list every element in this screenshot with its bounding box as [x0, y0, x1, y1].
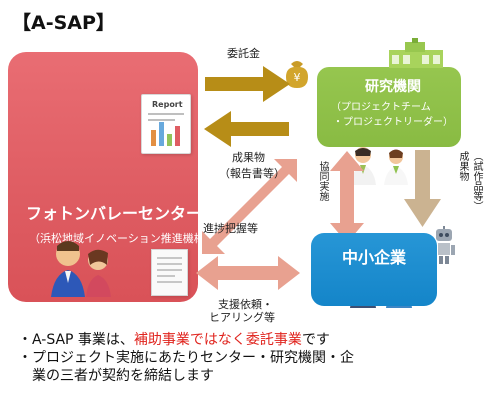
report-label: Report: [152, 100, 183, 109]
report-bar: [151, 130, 156, 146]
bullet-line-1-suffix: です: [301, 332, 330, 348]
bullet-line-2: ・プロジェクト実施にあたりセンター・研究機関・企: [18, 350, 354, 366]
request-document-line: [157, 263, 182, 265]
joint-arrow: [330, 151, 364, 243]
artifact-arrow: [404, 150, 441, 227]
consignment-arrow: [205, 66, 290, 102]
sme-label: 中小企業: [342, 248, 407, 267]
request-document-line: [157, 281, 182, 283]
report-bar: [167, 134, 172, 146]
results-arrow: [204, 111, 289, 147]
artifact-result-label: 成果物: [457, 151, 468, 181]
progress-label: 進捗把握等: [203, 222, 258, 235]
staff-avatars-icon: [51, 241, 111, 297]
bullet-line-1-prefix: ・A-SAP 事業は、: [18, 332, 134, 348]
results-detail-label: （報告書等）: [219, 167, 285, 180]
sme-box: 中小企業: [311, 233, 437, 306]
request-document-line: [157, 275, 175, 277]
results-label: 成果物: [232, 151, 265, 164]
request-document-line: [157, 269, 182, 271]
research-subtitle-line1: （プロジェクトチーム: [331, 102, 431, 113]
bullet-line-3: 業の三者が契約を締結します: [32, 368, 214, 384]
photon-valley-center-label: フォトンバレーセンター: [26, 204, 203, 223]
progress-arrow: [202, 159, 297, 254]
research-institution-label: 研究機関: [365, 79, 421, 95]
hearing-label: ヒアリング等: [209, 311, 275, 324]
report-bar: [159, 122, 164, 146]
research-institution-box: 研究機関 （プロジェクトチーム ・プロジェクトリーダー）: [317, 67, 461, 147]
photon-valley-center-subtitle: （浜松地域イノベーション推進機構）: [29, 232, 216, 245]
research-building-icon: [389, 38, 443, 68]
page-title: 【A-SAP】: [12, 12, 115, 34]
svg-text:¥: ¥: [294, 71, 301, 84]
report-line: [148, 119, 175, 121]
request-document: [151, 249, 188, 296]
robot-icon: [433, 226, 455, 264]
photon-valley-center-panel: フォトンバレーセンター （浜松地域イノベーション推進機構）: [8, 52, 216, 302]
support-label: 支援依頼・: [218, 298, 273, 311]
consignment-label: 委託金: [227, 47, 260, 60]
bullet-line-1: ・A-SAP 事業は、補助事業ではなく委託事業です: [18, 331, 492, 349]
money-bag-icon: ¥: [286, 61, 308, 88]
report-document: Report: [141, 94, 191, 154]
joint-implementation-label: 協同実施: [317, 161, 328, 201]
report-line: [148, 113, 184, 115]
explanatory-bullets: ・A-SAP 事業は、補助事業ではなく委託事業です ・プロジェクト実施にあたりセ…: [18, 331, 492, 385]
request-document-line: [157, 257, 182, 259]
report-bar: [175, 126, 180, 146]
research-subtitle-line2: ・プロジェクトリーダー）: [333, 117, 453, 128]
artifact-detail-label: （試作品等）: [471, 151, 482, 211]
support-arrow: [196, 256, 300, 290]
bullet-line-1-emphasis: 補助事業ではなく委託事業: [133, 332, 302, 348]
